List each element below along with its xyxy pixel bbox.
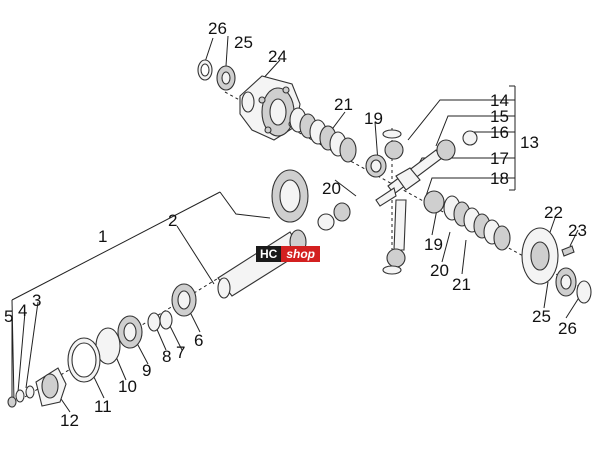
label-22: 22 bbox=[544, 203, 563, 222]
part-26-ring-right bbox=[576, 280, 592, 304]
part-7-ring bbox=[159, 310, 173, 330]
part-11-seal bbox=[67, 337, 101, 383]
label-15: 15 bbox=[490, 107, 509, 126]
label-12: 12 bbox=[60, 411, 79, 430]
label-25-top: 25 bbox=[234, 33, 253, 52]
part-1-crown-gear bbox=[271, 169, 309, 223]
label-25-right: 25 bbox=[532, 307, 551, 326]
label-8: 8 bbox=[162, 347, 171, 366]
label-24: 24 bbox=[268, 47, 287, 66]
part-9-bearing bbox=[117, 315, 143, 349]
label-4: 4 bbox=[18, 301, 27, 320]
label-21-right: 21 bbox=[452, 275, 471, 294]
label-9: 9 bbox=[142, 361, 151, 380]
part-8-ring bbox=[147, 312, 161, 332]
label-20-right: 20 bbox=[430, 261, 449, 280]
label-20-top: 20 bbox=[322, 179, 341, 198]
label-13: 13 bbox=[520, 133, 539, 152]
part-25-bearing-top bbox=[216, 65, 236, 91]
label-7: 7 bbox=[176, 343, 185, 362]
part-2-pinion-shaft bbox=[217, 229, 307, 299]
part-14-pinion-gear-top bbox=[382, 129, 404, 160]
label-10: 10 bbox=[118, 377, 137, 396]
label-19-right: 19 bbox=[424, 235, 443, 254]
label-1: 1 bbox=[98, 227, 107, 246]
part-21-clutch-discs-top bbox=[289, 107, 357, 163]
part-23-bolt bbox=[561, 245, 575, 257]
part-19-side-gear-top bbox=[365, 154, 387, 178]
part-26-ring-top bbox=[197, 59, 213, 81]
watermark-shop: shop bbox=[281, 246, 321, 262]
label-2: 2 bbox=[168, 211, 177, 230]
label-26-top: 26 bbox=[208, 19, 227, 38]
part-21-clutch-discs-right bbox=[443, 195, 511, 251]
label-26-right: 26 bbox=[558, 319, 577, 338]
label-17: 17 bbox=[490, 149, 509, 168]
watermark-hc: HC bbox=[256, 246, 282, 262]
label-3: 3 bbox=[32, 291, 41, 310]
part-number-labels: 1 2 3 4 5 6 7 8 9 10 11 12 13 14 15 16 1… bbox=[4, 19, 587, 430]
part-17-cross-block bbox=[395, 167, 421, 191]
hc-shop-watermark: HC shop bbox=[256, 246, 321, 262]
label-18: 18 bbox=[490, 169, 509, 188]
part-19-side-gear-right bbox=[423, 190, 445, 214]
label-14: 14 bbox=[490, 91, 509, 110]
part-3-4-5-small-parts bbox=[7, 385, 35, 408]
part-12-cover bbox=[35, 367, 67, 407]
label-11: 11 bbox=[94, 397, 112, 416]
part-25-bearing-right bbox=[555, 267, 577, 297]
label-21-top: 21 bbox=[334, 95, 353, 114]
label-16: 16 bbox=[490, 123, 509, 142]
label-19-top: 19 bbox=[364, 109, 383, 128]
label-23: 23 bbox=[568, 221, 587, 240]
label-6: 6 bbox=[194, 331, 203, 350]
part-6-bearing bbox=[171, 283, 197, 317]
part-24-differential-housing bbox=[239, 75, 301, 141]
part-16-spider-gear-right bbox=[436, 130, 478, 161]
part-20-thrust-washer bbox=[317, 202, 351, 231]
part-22-housing-cover bbox=[521, 227, 559, 285]
part-18-spring-bolt bbox=[382, 199, 407, 275]
label-5: 5 bbox=[4, 307, 13, 326]
